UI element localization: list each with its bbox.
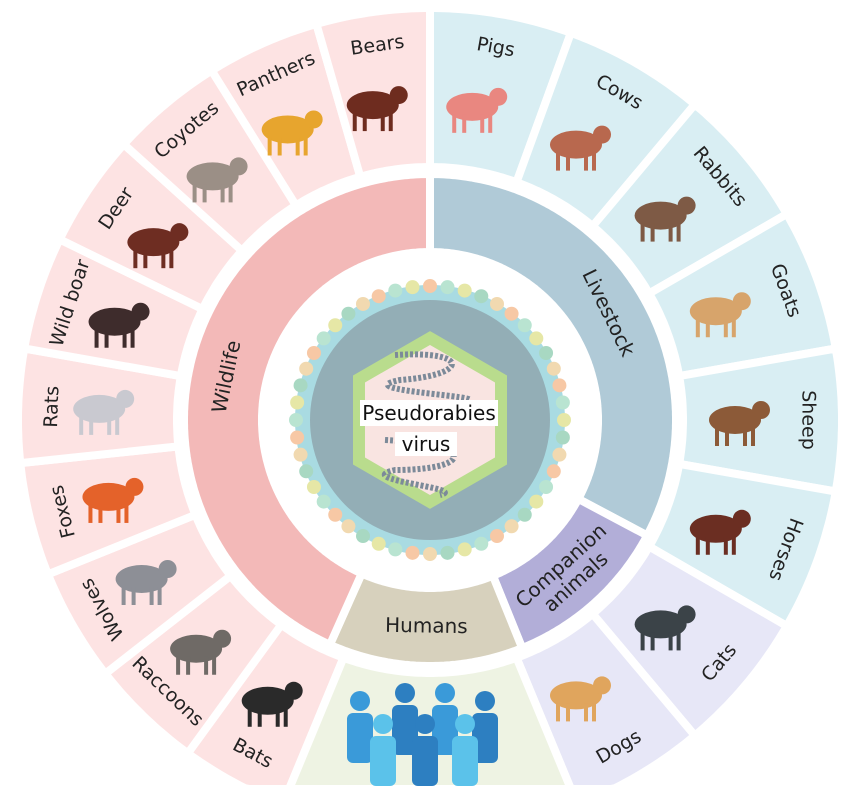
glycoprotein-spike — [316, 494, 331, 509]
glycoprotein-spike — [371, 536, 386, 551]
group-wildlife[interactable]: Wildlife — [180, 170, 434, 650]
glycoprotein-spike — [388, 542, 403, 557]
host-segment-goats[interactable]: Goats — [643, 208, 841, 381]
people-icon — [347, 683, 498, 786]
host-segment-bears[interactable]: Bears — [311, 4, 434, 182]
glycoprotein-spike — [328, 318, 343, 333]
glycoprotein-spike — [306, 346, 321, 360]
wolf-icon — [115, 560, 177, 605]
host-segment-panthers[interactable]: Panthers — [206, 19, 366, 211]
virus-subtitle: virus — [402, 432, 451, 456]
glycoprotein-spike — [341, 306, 356, 321]
cow-icon — [550, 125, 611, 171]
glycoprotein-spike — [517, 507, 532, 522]
virus-title-bg — [360, 400, 498, 426]
deer-icon — [127, 223, 189, 269]
glycoprotein-spike — [405, 545, 420, 560]
glycoprotein-spike — [341, 519, 356, 534]
glycoprotein-spike — [306, 480, 321, 494]
raccoon-icon — [170, 629, 232, 675]
coyote-icon — [186, 157, 248, 203]
glycoprotein-spike — [328, 507, 343, 522]
glycoprotein-spike — [552, 378, 567, 393]
cat-icon — [634, 605, 696, 651]
virus-title: Pseudorabies — [362, 401, 496, 425]
outer-ring: PigsCowsRabbitsGoatsSheepHorsesCatsDogsB… — [14, 4, 846, 790]
horse-icon — [689, 509, 751, 555]
wild-boar-icon — [88, 302, 150, 348]
host-segment-sheep[interactable]: Sheep — [674, 343, 846, 497]
bear-icon — [346, 86, 408, 132]
glycoprotein-spike — [293, 447, 308, 462]
glycoprotein-spike — [440, 545, 455, 560]
panther-icon — [261, 110, 323, 156]
glycoprotein-spike — [388, 283, 403, 298]
glycoprotein-spike — [290, 430, 305, 445]
glycoprotein-spike — [289, 413, 303, 427]
glycoprotein-spike — [474, 536, 489, 551]
glycoprotein-spike — [529, 331, 544, 346]
glycoprotein-spike — [490, 529, 504, 544]
glycoprotein-spike — [555, 395, 570, 410]
glycoprotein-spike — [299, 361, 314, 376]
glycoprotein-spike — [356, 296, 370, 311]
glycoprotein-spike — [504, 306, 519, 321]
glycoprotein-spike — [356, 529, 370, 544]
glycoprotein-spike — [423, 279, 437, 293]
host-segment-humans[interactable] — [284, 652, 576, 790]
glycoprotein-spike — [440, 280, 455, 295]
host-label: Sheep — [798, 390, 820, 450]
glycoprotein-spike — [316, 331, 331, 346]
group-livestock[interactable]: Livestock — [426, 170, 680, 541]
glycoprotein-spike — [423, 547, 437, 561]
glycoprotein-spike — [457, 283, 472, 298]
dog-icon — [550, 676, 611, 722]
sheep-icon — [709, 401, 770, 446]
dna-strand — [382, 351, 473, 498]
glycoprotein-spike — [552, 447, 567, 462]
glycoprotein-spike — [546, 464, 561, 479]
host-segment-cows[interactable]: Cows — [511, 27, 701, 232]
glycoprotein-spike — [539, 480, 554, 494]
glycoprotein-spike — [557, 413, 571, 427]
host-label: Rats — [40, 386, 63, 429]
glycoprotein-spike — [457, 542, 472, 557]
pig-icon — [446, 87, 508, 133]
glycoprotein-spike — [290, 395, 305, 410]
glycoprotein-spike — [405, 280, 420, 295]
glycoprotein-spike — [529, 494, 544, 509]
goat-icon — [689, 292, 751, 338]
glycoprotein-spike — [517, 318, 532, 333]
glycoprotein-spike — [555, 430, 570, 445]
glycoprotein-spike — [371, 289, 386, 304]
glycoprotein-spike — [299, 464, 314, 479]
fox-icon — [82, 477, 144, 523]
virus-title-bg — [395, 432, 457, 456]
host-segment-wolves[interactable]: Wolves — [42, 509, 237, 680]
glycoprotein-spike — [539, 346, 554, 360]
glycoprotein-spike — [504, 519, 519, 534]
glycoprotein-spike — [474, 289, 489, 304]
rabbit-icon — [634, 196, 696, 242]
rat-icon — [73, 389, 135, 435]
glycoprotein-spike — [490, 296, 504, 311]
bat-icon — [241, 681, 303, 727]
glycoprotein-spike — [293, 378, 308, 393]
host-segment-deer[interactable]: Deer — [54, 138, 248, 315]
glycoprotein-spike — [546, 361, 561, 376]
group-label: Humans — [385, 613, 468, 638]
